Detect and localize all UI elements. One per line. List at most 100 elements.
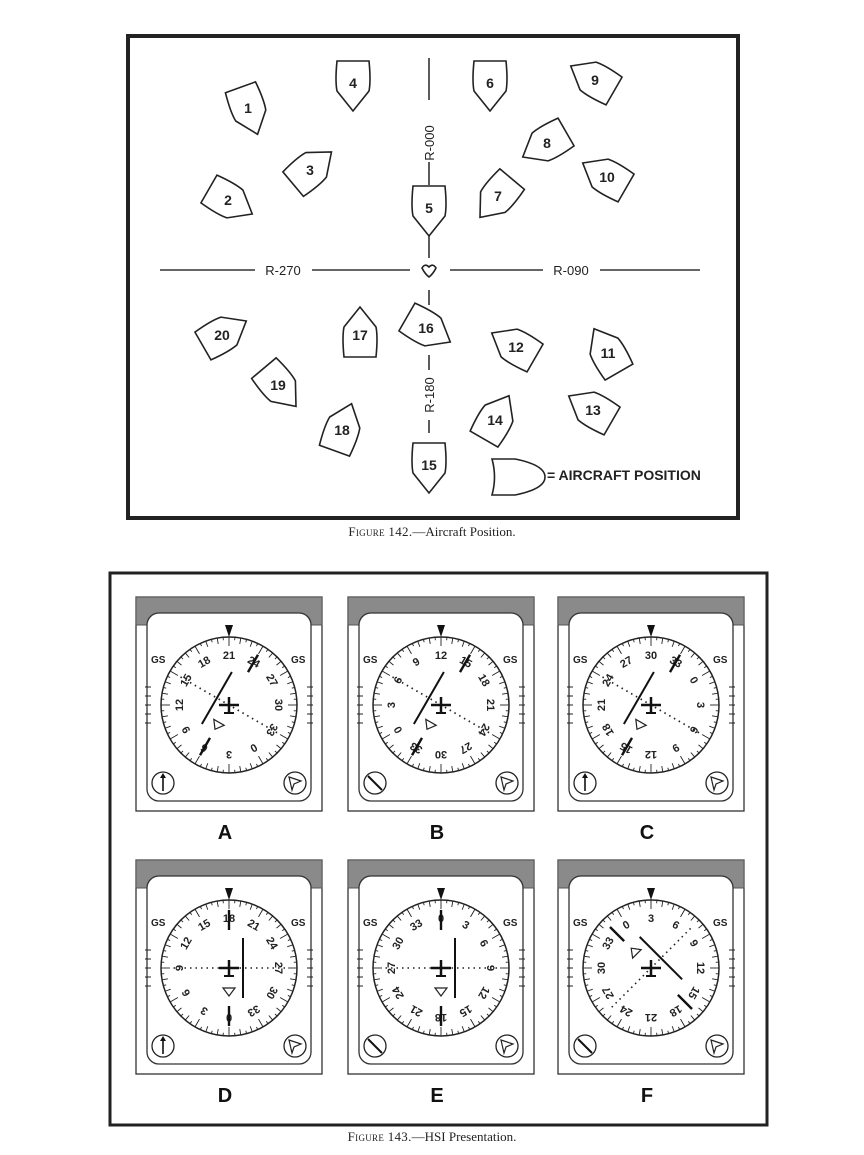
compass-tick [477,1020,481,1024]
compass-heading-label: 30 [435,748,447,760]
cdi-bar [413,671,445,725]
compass-tick [417,763,421,770]
compass-tick [287,995,291,998]
aircraft-shape [397,302,452,347]
compass-tick [291,686,295,689]
compass-tick [703,665,707,669]
aircraft-shape [521,117,576,162]
compass-tick [173,741,177,745]
compass-tick [606,1015,612,1021]
compass-tick [589,995,593,998]
compass-tick [401,757,405,761]
compass-tick [470,645,476,655]
compass-tick [680,1018,686,1028]
compass-heading-label: 6 [670,919,681,932]
compass-heading-label: 21 [408,1002,425,1019]
compass-tick [281,741,285,745]
compass-tick [709,944,716,948]
compass-tick [381,997,391,1003]
glideslope-label-right: GS [503,655,518,666]
compass-tick [491,670,501,676]
compass-tick [428,1028,431,1036]
compass-heading-label: 21 [245,917,262,934]
aircraft-shape [567,391,622,436]
compass-tick [381,734,391,740]
compass-tick [281,928,285,932]
compass-tick [291,984,295,987]
compass-tick [501,692,509,695]
compass-tick [503,984,507,987]
compass-tick [671,763,675,770]
compass-heading-label: 21 [596,699,608,711]
compass-tick [189,649,193,653]
compass-tick [501,978,509,981]
compass-tick [180,750,184,754]
aircraft-shape [193,316,248,361]
compass-tick [461,1026,465,1033]
compass-tick [258,755,264,765]
compass-tick [184,752,190,758]
heading-select-knob-icon [495,771,519,795]
legend-aircraft-shape [490,458,546,496]
glideslope-label-right: GS [291,918,306,929]
compass-tick [210,767,213,771]
compass-tick [216,637,219,645]
aircraft-shape [335,60,371,113]
hsi-instrument-b: 12151821242730330369GSGSB [347,596,535,844]
compass-tick [461,640,465,647]
course-arrow-head [620,737,634,756]
hsi-panel-letter: B [430,822,444,844]
glideslope-label-right: GS [713,655,728,666]
compass-tick [287,938,291,941]
compass-tick [499,944,506,948]
compass-tick [401,1020,405,1024]
compass-tick [287,732,291,735]
aircraft-position-13: 13 [567,391,622,436]
compass-tick [503,686,507,689]
aircraft-symbol [219,697,239,714]
compass-tick [164,725,171,729]
aircraft-shape [479,167,526,219]
compass-tick [480,752,486,758]
compass-tick [586,988,593,992]
compass-heading-label: 9 [180,724,193,735]
compass-tick [451,1028,454,1036]
compass-tick [457,639,460,643]
aircraft-position-6: 6 [472,60,508,113]
compass-tick [210,1030,213,1034]
aircraft-shape [281,151,333,198]
to-from-indicator [630,947,643,960]
compass-tick [385,665,389,669]
compass-tick [164,681,171,685]
figure-142-caption: Figure 142.—Aircraft Position. [348,524,516,539]
compass-tick [499,732,503,735]
aircraft-shape [589,327,634,382]
aircraft-position-label: 10 [599,169,615,185]
compass-tick [216,1028,219,1036]
compass-tick [249,1026,253,1033]
compass-tick [493,665,497,669]
compass-tick [661,637,664,645]
compass-tick [709,725,716,729]
course-select-knob-icon [573,1034,597,1058]
compass-tick [486,919,490,923]
compass-tick [468,906,471,910]
compass-tick [375,686,379,689]
hsi-instrument-d: 18212427303303691215GSGSD [135,859,323,1107]
compass-tick [216,765,219,773]
compass-heading-label: 27 [618,654,635,671]
compass-tick [602,919,606,923]
compass-tick [680,645,686,655]
compass-tick [401,649,405,653]
compass-tick [379,732,383,735]
compass-tick [258,645,264,655]
aircraft-position-18: 18 [318,402,361,458]
aircraft-position-4: 4 [335,60,371,113]
compass-tick [488,923,494,929]
compass-tick [268,915,274,921]
compass-tick [163,686,167,689]
compass-tick [470,1018,476,1028]
compass-tick [585,949,589,952]
compass-heading-label: 9 [670,741,681,754]
compass-tick [169,997,179,1003]
